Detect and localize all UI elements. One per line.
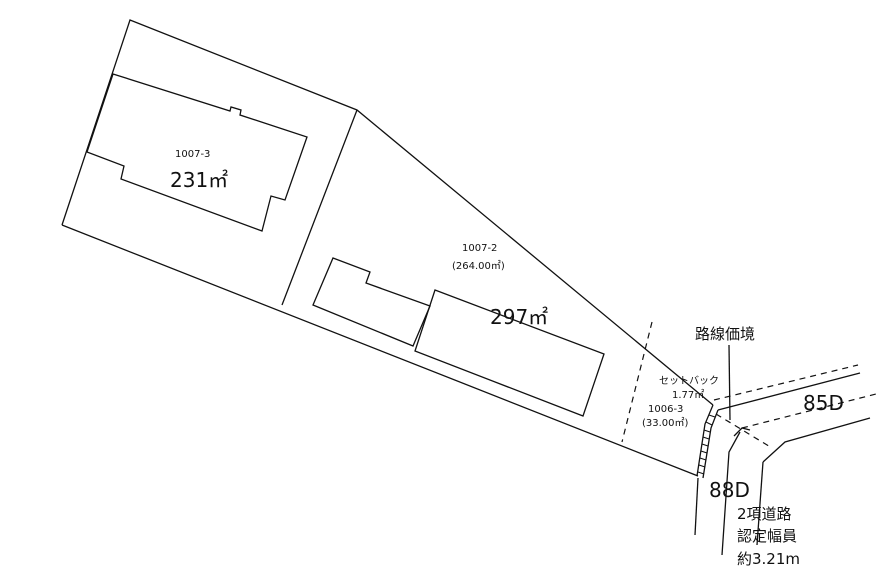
setback-strip [696,404,719,479]
setback-area: 1.77㎡ [672,389,704,401]
lot-area-1006-3: (33.00㎡) [642,417,689,429]
building-1007-2-small [312,257,431,347]
road-value-88d: 88D [709,478,750,502]
roads [694,344,881,556]
building-area-1007-3: 231㎡ [170,168,228,192]
boundary-pointer [728,344,731,421]
lot-id-1007-2: 1007-2 [462,243,497,254]
road-note-width-label: 認定幅員 [737,527,797,545]
road-note-type: 2項道路 [737,505,792,523]
lot-boundary-south [61,224,699,477]
lot-id-1006-3: 1006-3 [648,404,683,415]
lot-area-1007-2: (264.00㎡) [452,260,505,272]
lot-id-1007-3: 1007-3 [175,149,210,160]
lot-divider [281,109,358,306]
road-price-boundary-label: 路線価境 [695,325,755,343]
road-note-width-value: 約3.21m [737,550,800,568]
building-1007-3 [86,73,308,232]
lot-boundary [61,19,714,406]
building-area-1007-2: 297㎡ [490,305,548,329]
lot-divider-dashed [621,321,653,443]
setback-label: セットバック [659,375,719,387]
road-value-85d: 85D [803,391,844,415]
building-1007-2-main [414,289,605,417]
